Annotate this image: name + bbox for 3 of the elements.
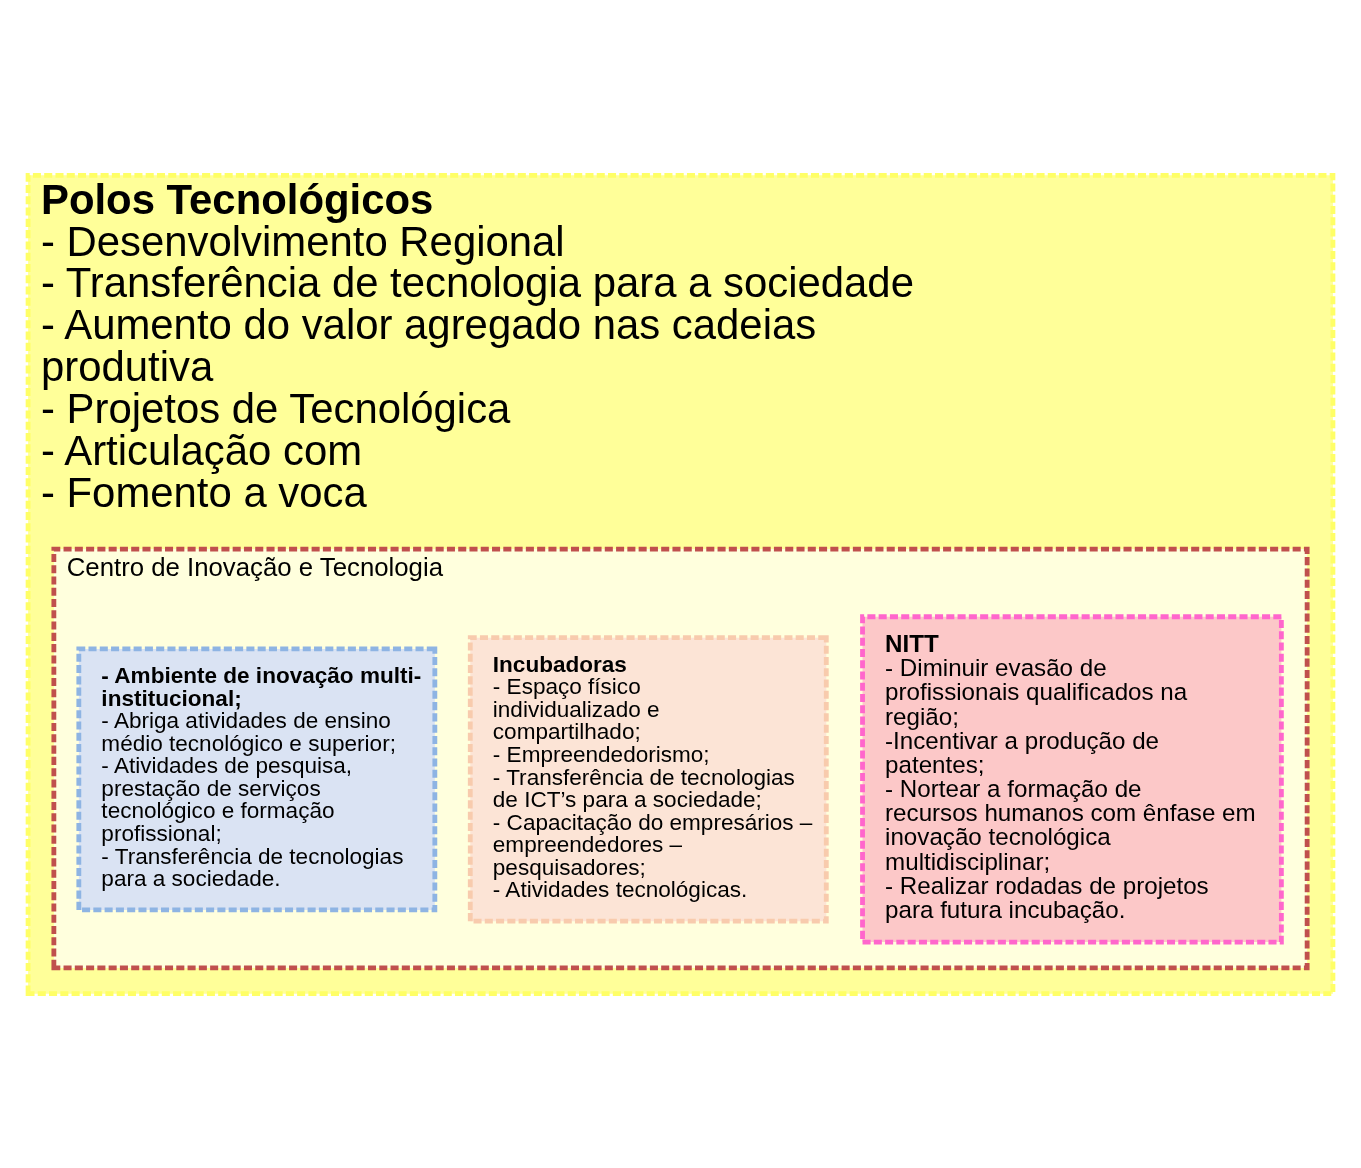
node-box: Incubadoras - Espaço físico individualizado e compartilhado; - Empreendedorismo; - Transferência de tecnologias de ICT’s para a sociedade; - Capacitação do empresários – empreendedores – pesquisadores; - Atividades tecnológicas. — [467, 634, 829, 924]
node-box: - Ambiente de inovação multi- institucional; - Abriga atividades de ensino médio tecnológico e superior; - Atividades de pesquisa, prestação de serviços tecnológico e formação profissional; - Transferência de tecnologias para a sociedade. — [76, 646, 438, 912]
node-box: NITT - Diminuir evasão de profissionais qualificados na região; -Incentivar a produção de patentes; - Nortear a formação de recursos humanos com ênfase em inovação tecnológica multidisciplinar; - Realizar rodadas de projetos para futura incubação. — [860, 613, 1284, 945]
